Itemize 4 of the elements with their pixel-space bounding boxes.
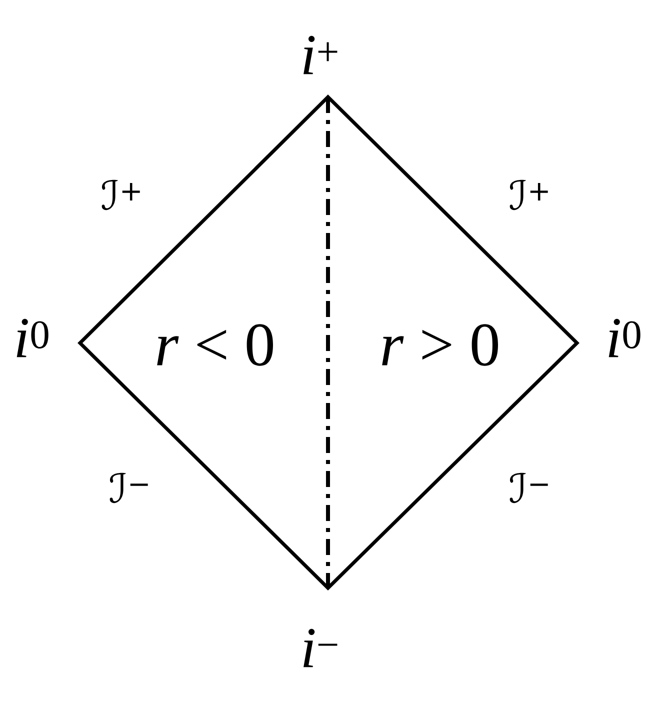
scri-label: ℐ$^{+}$: [510, 180, 548, 210]
scri-label: ℐ$^{+}$: [102, 180, 140, 210]
scri-label: ℐ$^{−}$: [510, 472, 548, 504]
scri-label: ℐ$^{−}$: [110, 472, 148, 504]
